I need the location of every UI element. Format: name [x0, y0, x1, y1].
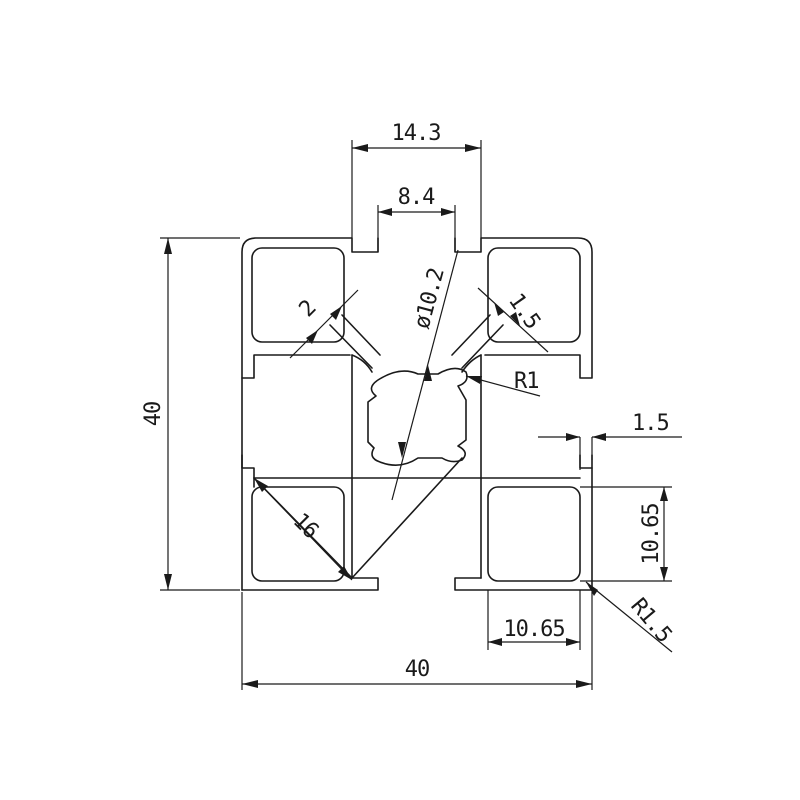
core-bore — [367, 367, 468, 466]
dimension-lines — [160, 140, 682, 690]
dim-overall-width: 40 — [405, 657, 430, 682]
cavity-top-right — [487, 247, 581, 343]
dim-cavity-width: 10.65 — [503, 617, 564, 642]
dim-side-wall: 1.5 — [632, 411, 669, 436]
cavity-bottom-left — [251, 486, 345, 582]
dim-core-radius: R1 — [514, 369, 539, 394]
cavity-top-left — [251, 247, 345, 343]
dim-overall-height: 40 — [141, 402, 166, 427]
dim-cavity-height: 10.65 — [639, 503, 664, 564]
dim-cavity-diagonal: 16 — [288, 509, 323, 544]
dim-center-bore: ø10.2 — [410, 266, 450, 332]
dimension-labels: 14.3 8.4 40 40 10.65 10.65 1.5 16 ø10.2 … — [141, 121, 676, 682]
cavity-bottom-right — [487, 486, 581, 582]
profile-outline — [241, 237, 593, 591]
dim-wall-thickness-diag: 1.5 — [503, 289, 545, 333]
dim-top-slot-width: 14.3 — [392, 121, 441, 146]
dim-slot-opening: 8.4 — [398, 185, 435, 210]
dim-web-thickness: 2 — [295, 296, 321, 322]
